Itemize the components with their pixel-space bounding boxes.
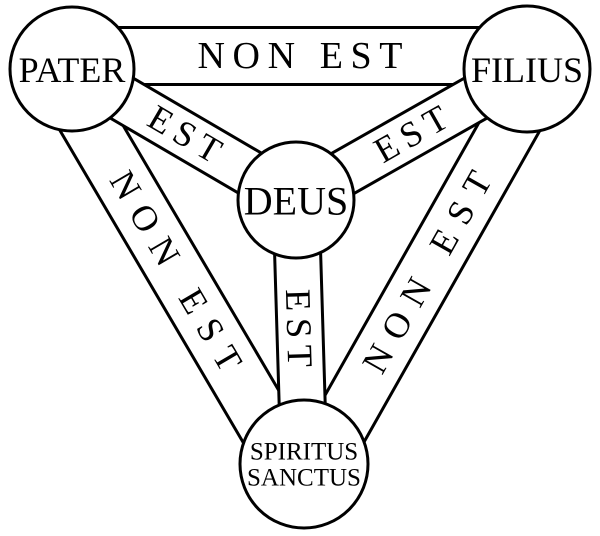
node-circles — [8, 4, 592, 530]
node-deus-circle — [236, 140, 356, 260]
node-label-filius: FILIUS — [471, 50, 583, 90]
node-label-deus: DEUS — [244, 179, 348, 224]
node-label-spiritus-line2: SANCTUS — [247, 465, 361, 492]
node-label-spiritus-line1: SPIRITUS — [250, 439, 358, 466]
edge-label-spiritus-deus: EST — [278, 288, 320, 367]
node-filius-circle — [462, 4, 592, 134]
band-pater-filius — [70, 26, 529, 86]
node-spiritus-circle — [238, 398, 370, 530]
node-labels: PATER FILIUS DEUS SPIRITUS SANCTUS — [19, 50, 583, 492]
node-label-pater: PATER — [19, 50, 126, 90]
node-pater-circle — [8, 5, 136, 133]
